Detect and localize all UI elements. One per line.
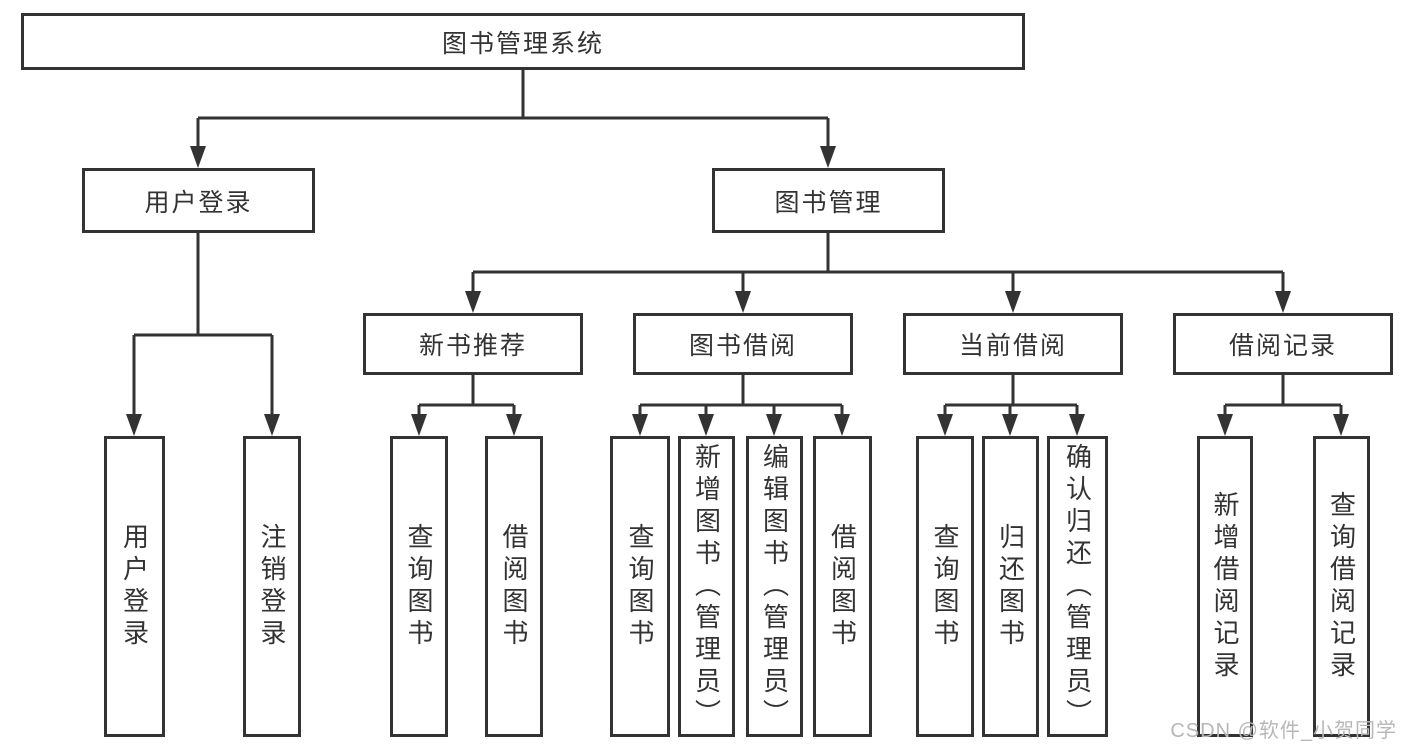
node-add-borrow-record: 新增借阅记录 [1197, 436, 1253, 737]
node-query-books-borrow: 查询图书 [610, 436, 670, 737]
node-label: 新增图书（管理员） [691, 442, 722, 731]
node-label: 图书管理系统 [441, 29, 604, 58]
node-label: 新书推荐 [418, 332, 527, 360]
node-book-borrowing: 图书借阅 [633, 313, 853, 375]
node-label: 归还图书 [995, 522, 1026, 651]
node-query-books-recommend: 查询图书 [390, 436, 448, 737]
node-user-login-group: 用户登录 [82, 168, 315, 233]
node-label: 借阅图书 [827, 522, 858, 651]
node-new-book-recommendation: 新书推荐 [363, 313, 583, 375]
node-book-management: 图书管理 [712, 168, 945, 233]
csdn-watermark: CSDN @软件_小贺同学 [1170, 720, 1397, 742]
node-label: 图书管理 [774, 188, 883, 217]
node-label: 借阅记录 [1228, 332, 1337, 360]
node-library-management-system: 图书管理系统 [21, 13, 1025, 70]
node-label: 当前借阅 [958, 332, 1067, 360]
node-label: 编辑图书（管理员） [759, 442, 790, 731]
node-query-borrow-record: 查询借阅记录 [1313, 436, 1370, 737]
node-logout: 注销登录 [243, 436, 301, 737]
arrowheads [126, 146, 1349, 436]
node-borrow-books-recommend: 借阅图书 [485, 436, 543, 737]
node-query-books-current: 查询图书 [916, 436, 974, 737]
node-edit-books-admin: 编辑图书（管理员） [746, 436, 803, 737]
node-confirm-return-admin: 确认归还（管理员） [1047, 436, 1108, 737]
node-label: 借阅图书 [499, 522, 529, 651]
node-label: 确认归还（管理员） [1062, 442, 1093, 731]
node-label: 查询借阅记录 [1326, 490, 1357, 683]
node-label: 查询图书 [625, 522, 655, 651]
node-borrowing-records: 借阅记录 [1173, 313, 1393, 375]
node-label: 查询图书 [930, 522, 960, 651]
node-label: 注销登录 [257, 522, 287, 651]
node-label: 查询图书 [404, 522, 434, 651]
node-label: 用户登录 [144, 188, 253, 217]
node-borrow-books: 借阅图书 [813, 436, 872, 737]
node-label: 新增借阅记录 [1210, 490, 1240, 683]
node-current-borrowing: 当前借阅 [903, 313, 1123, 375]
node-user-login: 用户登录 [104, 436, 165, 737]
node-label: 用户登录 [119, 522, 150, 651]
node-add-books-admin: 新增图书（管理员） [678, 436, 735, 737]
node-return-books: 归还图书 [982, 436, 1039, 737]
node-label: 图书借阅 [688, 332, 797, 360]
